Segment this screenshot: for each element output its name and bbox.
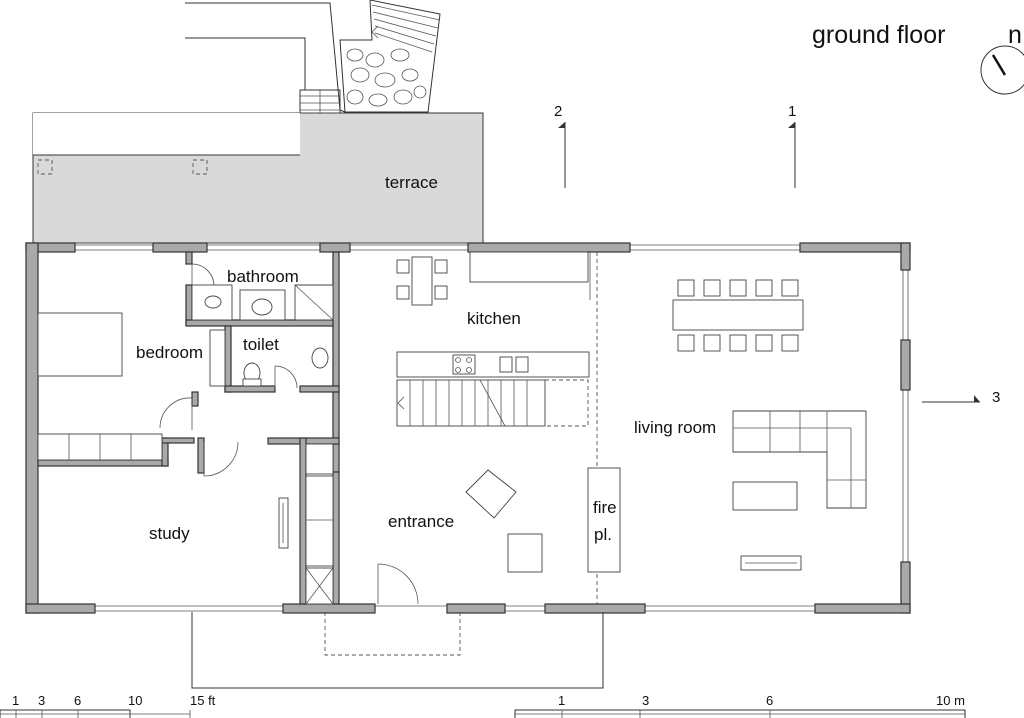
doors: [159, 263, 419, 605]
living-room-furniture: [672, 279, 867, 571]
svg-text:1: 1: [788, 103, 796, 120]
svg-text:3: 3: [992, 389, 1000, 406]
scale-bar-metres: 1 3 6 10 m: [514, 693, 966, 718]
fireplace-label-line1: fire: [593, 498, 617, 517]
kitchen-furniture: [396, 251, 590, 378]
interior-walls: [37, 251, 340, 605]
living-room-label: living room: [634, 418, 716, 437]
compass-icon: [980, 45, 1024, 95]
exterior-walls: [25, 242, 911, 614]
section-marker-2: 2: [554, 103, 566, 188]
svg-text:6: 6: [766, 693, 773, 708]
svg-text:3: 3: [38, 693, 45, 708]
kitchen-label: kitchen: [467, 309, 521, 328]
svg-text:6: 6: [74, 693, 81, 708]
windows: [75, 244, 909, 612]
svg-text:10: 10: [128, 693, 142, 708]
terrace-label: terrace: [385, 173, 438, 192]
plan-title: ground floor: [812, 21, 945, 49]
svg-text:1: 1: [558, 693, 565, 708]
section-marker-3: 3: [922, 389, 1000, 406]
stone-paving: [346, 48, 427, 107]
bedroom-furniture: [37, 312, 163, 461]
fireplace-label-line2: pl.: [594, 525, 612, 544]
fireplace: [587, 467, 621, 573]
study-label: study: [149, 524, 190, 543]
svg-text:15 ft: 15 ft: [190, 693, 216, 708]
entrance-furniture: [305, 443, 543, 605]
scale-bar-feet: 1 3 6 10 15 ft: [0, 693, 216, 718]
interior-staircase: [396, 379, 589, 427]
compass-north-label: n: [1008, 21, 1022, 49]
svg-text:1: 1: [12, 693, 19, 708]
svg-text:3: 3: [642, 693, 649, 708]
entrance-label: entrance: [388, 512, 454, 531]
section-marker-1: 1: [788, 103, 796, 188]
svg-text:10 m: 10 m: [936, 693, 965, 708]
bedroom-label: bedroom: [136, 343, 203, 362]
bathroom-label: bathroom: [227, 267, 299, 286]
toilet-label: toilet: [243, 335, 279, 354]
study-furniture: [278, 497, 289, 549]
bathroom-fixtures: [191, 284, 334, 387]
svg-text:2: 2: [554, 103, 562, 120]
